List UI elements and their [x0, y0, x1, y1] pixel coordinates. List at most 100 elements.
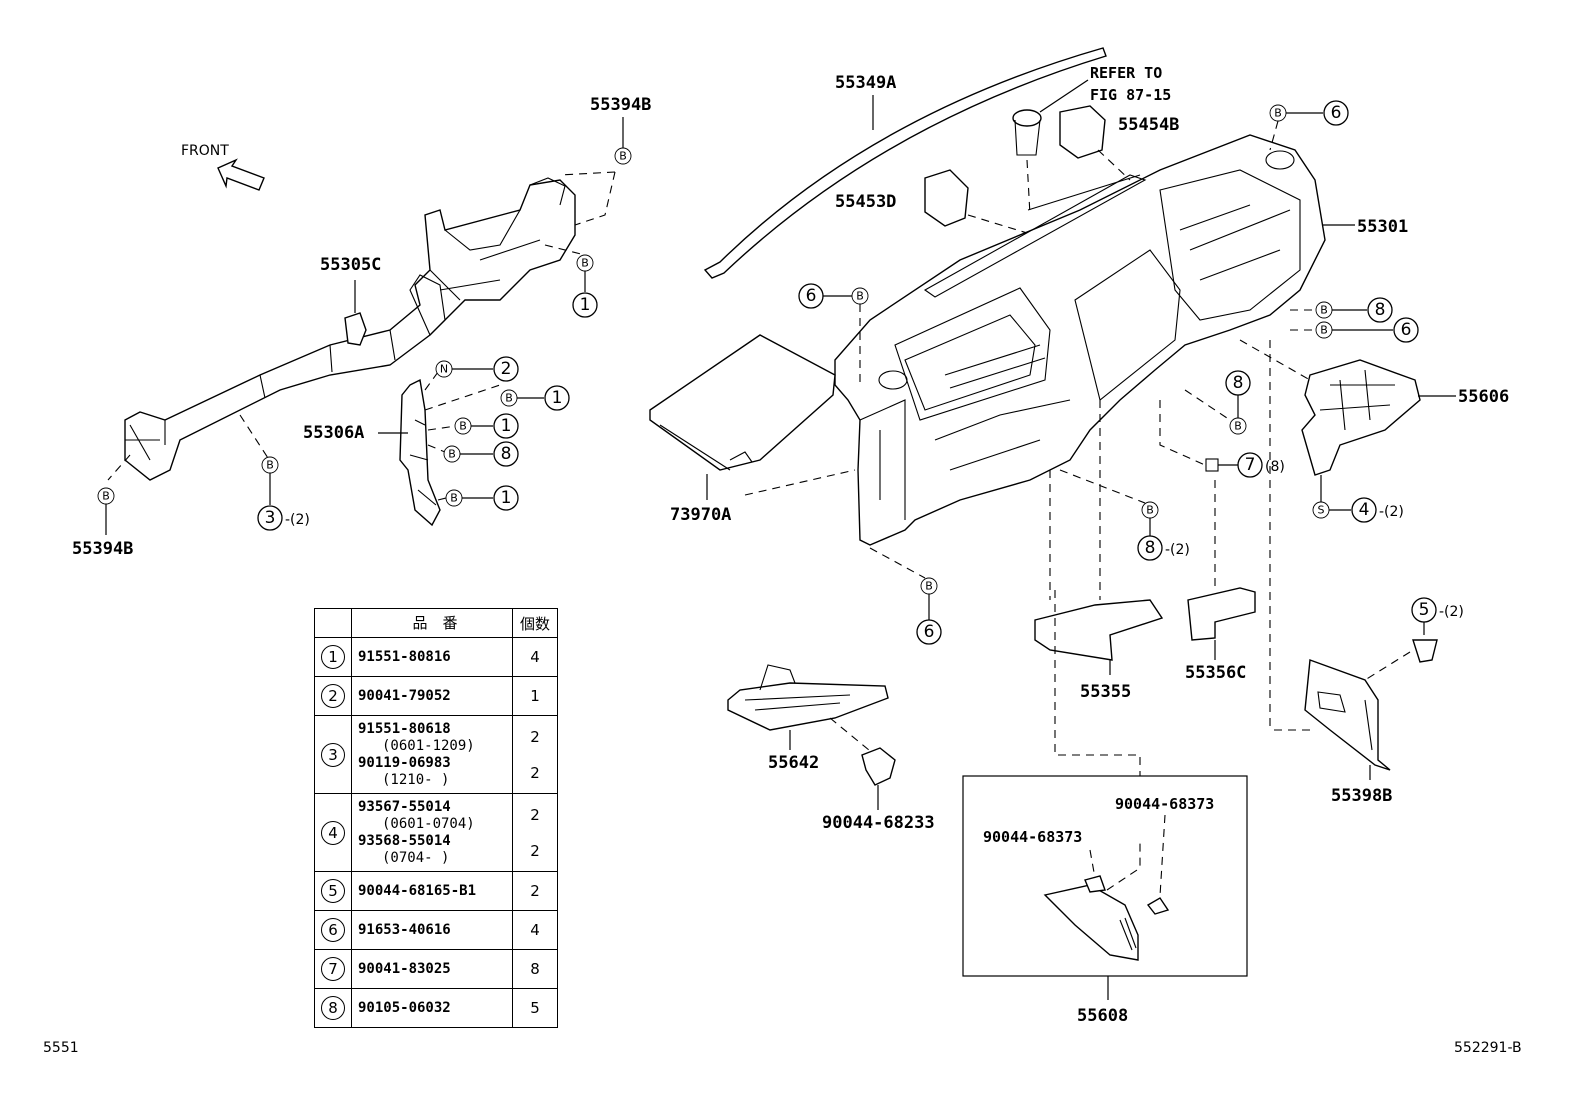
header-part-number: 品 番	[351, 608, 513, 638]
svg-text:5: 5	[1419, 600, 1430, 620]
label-55606: 55606	[1458, 387, 1509, 407]
label-55394B-bottom: 55394B	[72, 539, 133, 559]
label-55398B: 55398B	[1331, 786, 1392, 806]
qty-4-note: -(2)	[1379, 504, 1404, 520]
glove-lid-part[interactable]	[649, 334, 836, 471]
clip-68373-b-part[interactable]	[1146, 897, 1170, 915]
date-range: (0704- )	[382, 849, 450, 866]
clip-68373-a-part[interactable]	[1084, 875, 1106, 893]
svg-text:B: B	[459, 420, 467, 433]
vent-part[interactable]	[1043, 884, 1139, 961]
svg-text:8: 8	[501, 444, 512, 464]
label-90044-68373-b: 90044-68373	[1115, 795, 1214, 813]
qty: 4	[512, 637, 558, 677]
label-55642: 55642	[768, 753, 819, 773]
qty-5-note: -(2)	[1439, 604, 1464, 620]
label-55355: 55355	[1080, 682, 1131, 702]
pad-55355-part[interactable]	[1034, 599, 1164, 661]
row-index: 6	[321, 918, 345, 942]
svg-text:1: 1	[580, 295, 591, 315]
part-number: 93568-55014	[358, 832, 451, 849]
pad-55356C-part[interactable]	[1187, 587, 1256, 641]
switch-part[interactable]	[1059, 105, 1106, 159]
svg-text:N: N	[440, 363, 448, 376]
svg-text:B: B	[1234, 420, 1242, 433]
table-row: 6 91653-40616 4	[314, 910, 558, 950]
part-number: 90041-83025	[351, 949, 513, 989]
qty: 8	[512, 949, 558, 989]
label-55301: 55301	[1357, 217, 1408, 237]
svg-text:4: 4	[1359, 500, 1370, 520]
qty-8-note: -(2)	[1165, 542, 1190, 558]
row-index: 5	[321, 879, 345, 903]
svg-text:B: B	[266, 459, 274, 472]
qty: 2	[512, 871, 558, 911]
svg-text:S: S	[1318, 504, 1325, 517]
bracket-part[interactable]	[344, 312, 367, 346]
svg-text:1: 1	[501, 488, 512, 508]
detail-box	[962, 775, 1248, 977]
svg-text:8: 8	[1145, 538, 1156, 558]
table-row: 5 90044-68165-B1 2	[314, 871, 558, 911]
qty: 5	[512, 988, 558, 1028]
header-qty: 個数	[512, 608, 558, 638]
table-row: 1 91551-80816 4	[314, 637, 558, 677]
clip-68233-part[interactable]	[861, 747, 896, 786]
footer-left: 5551	[43, 1040, 79, 1056]
defroster-strip-part[interactable]	[703, 47, 1107, 279]
part-number: 91551-80618	[358, 720, 451, 737]
footer-right: 552291-B	[1454, 1040, 1522, 1056]
qty: 1	[512, 676, 558, 716]
reinforcement-part[interactable]	[124, 177, 576, 481]
side-cover-part[interactable]	[1304, 659, 1391, 771]
table-header: 品 番 個数	[314, 608, 558, 638]
table-row: 3 91551-80618 (0601-1209) 90119-06983 (1…	[314, 715, 558, 794]
tray-part[interactable]	[727, 682, 889, 731]
svg-text:B: B	[450, 492, 458, 505]
svg-text:7: 7	[1245, 455, 1256, 475]
svg-text:B: B	[925, 580, 933, 593]
svg-text:B: B	[448, 448, 456, 461]
label-90044-68373-a: 90044-68373	[983, 828, 1082, 846]
svg-text:B: B	[1320, 304, 1328, 317]
row-index: 7	[321, 957, 345, 981]
duct-bracket-part[interactable]	[1301, 359, 1421, 476]
table-row: 8 90105-06032 5	[314, 988, 558, 1028]
front-label: FRONT	[181, 143, 229, 159]
svg-text:B: B	[1146, 504, 1154, 517]
row-index: 2	[321, 684, 345, 708]
part-number: 91653-40616	[351, 910, 513, 950]
label-90044-68233: 90044-68233	[822, 813, 935, 833]
svg-text:B: B	[581, 257, 589, 270]
row-index: 1	[321, 645, 345, 669]
knob-part[interactable]	[1012, 109, 1042, 156]
part-number: 91551-80816	[351, 637, 513, 677]
part-number: 90119-06983	[358, 754, 451, 771]
table-row: 4 93567-55014 (0601-0704) 93568-55014 (0…	[314, 793, 558, 872]
cover-part[interactable]	[924, 169, 969, 227]
date-range: (0601-1209)	[382, 737, 475, 754]
row-index: 8	[321, 996, 345, 1020]
label-55608: 55608	[1077, 1006, 1128, 1026]
lower-bracket-part[interactable]	[399, 378, 441, 527]
instrument-panel-part[interactable]	[834, 134, 1326, 546]
svg-text:B: B	[102, 490, 110, 503]
label-55356C: 55356C	[1185, 663, 1246, 683]
label-55453D: 55453D	[835, 192, 896, 212]
svg-text:B: B	[856, 290, 864, 303]
refer-line-1: REFER TO	[1090, 64, 1162, 82]
svg-text:2: 2	[501, 359, 512, 379]
row-index: 3	[321, 742, 345, 767]
part-number: 93567-55014	[358, 798, 451, 815]
label-55394B-top: 55394B	[590, 95, 651, 115]
qty-7-note: (8)	[1265, 459, 1285, 475]
svg-text:B: B	[1320, 324, 1328, 337]
label-55454B: 55454B	[1118, 115, 1179, 135]
svg-text:6: 6	[806, 286, 817, 306]
table-row: 2 90041-79052 1	[314, 676, 558, 716]
clip-68165-part[interactable]	[1412, 639, 1438, 663]
qty: 4	[512, 910, 558, 950]
part-number: 90041-79052	[351, 676, 513, 716]
date-range: (1210- )	[382, 771, 450, 788]
svg-text:1: 1	[552, 388, 563, 408]
